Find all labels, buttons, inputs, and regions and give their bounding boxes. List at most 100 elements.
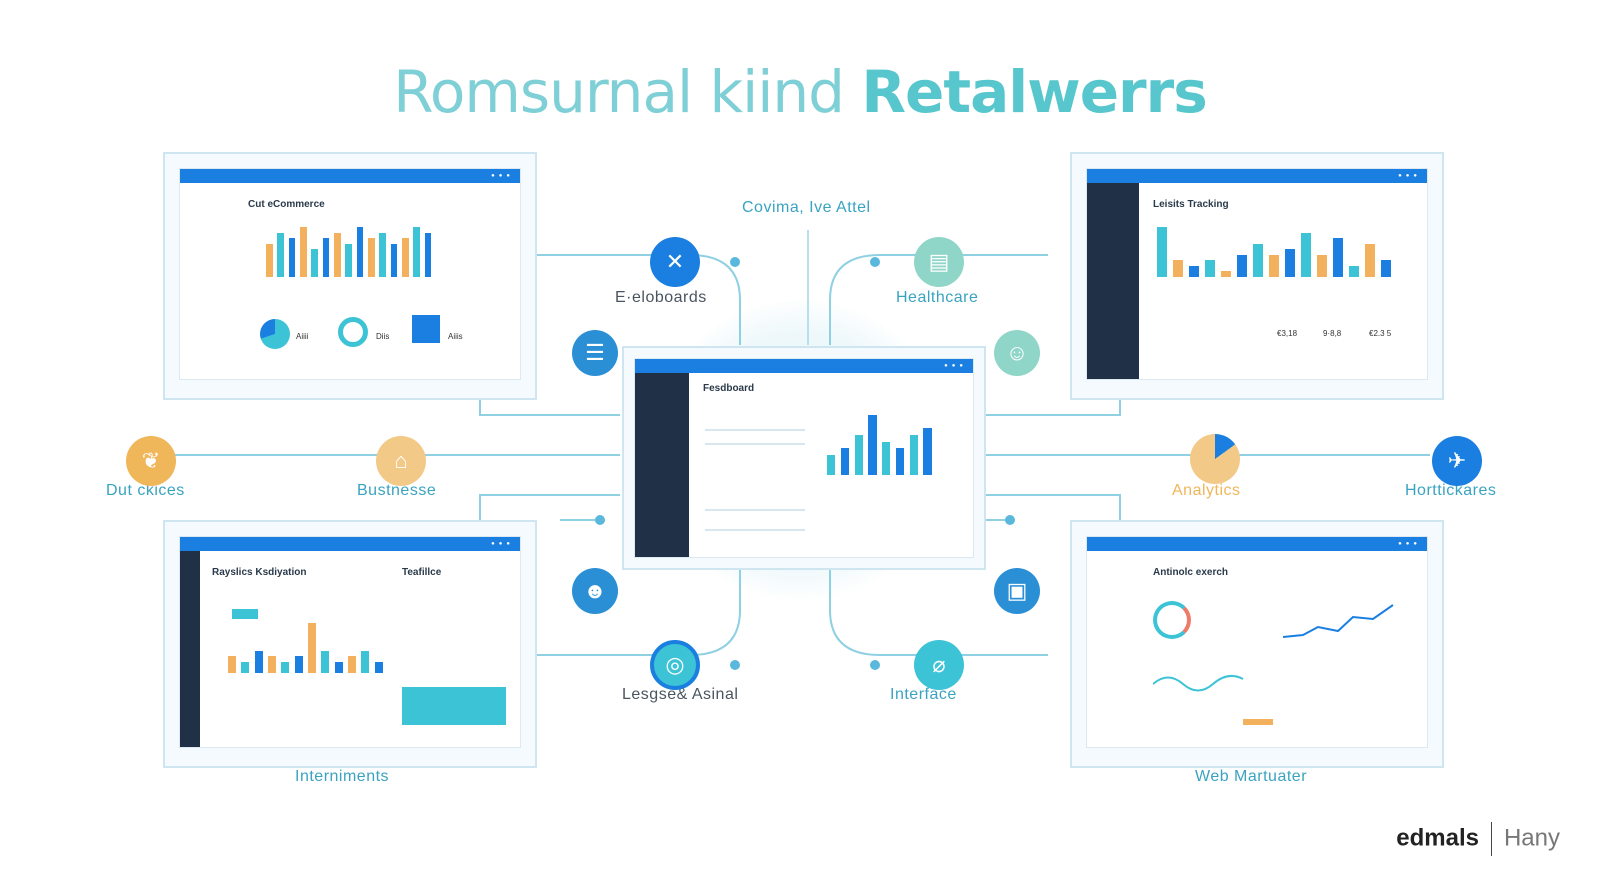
chart-bar: [1269, 254, 1279, 277]
chart-bar: [1205, 260, 1215, 277]
chart-bar: [1221, 271, 1231, 277]
chart-bar: [1285, 249, 1295, 277]
card-dashboard[interactable]: ●●● Fesdboard: [622, 346, 986, 570]
chart-bar: [300, 227, 307, 277]
airplane-icon[interactable]: ✈: [1432, 436, 1482, 486]
chart-bar: [266, 243, 273, 277]
page-title: Romsurnal kiind Retalwerrs: [393, 58, 1208, 126]
stat-3: Aiiis: [448, 332, 463, 341]
dashboard-title: Fesdboard: [703, 383, 755, 394]
pie-chart-icon[interactable]: [1190, 434, 1240, 484]
chart-bar: [854, 435, 863, 475]
chart-bar: [1333, 238, 1343, 277]
chart-bar: [1157, 227, 1167, 277]
dome-icon[interactable]: ⌂: [376, 436, 426, 486]
label-dut-ckices: Dut ckices: [106, 482, 185, 499]
label-eleoboards: E·eloboards: [615, 289, 707, 306]
chart-bar: [379, 232, 387, 277]
person-icon[interactable]: ☺: [994, 330, 1040, 376]
chart-bar: [228, 656, 236, 673]
tracking-title: Leisits Tracking: [1153, 199, 1229, 210]
chart-bar: [1237, 254, 1247, 277]
robot-icon[interactable]: ☰: [572, 330, 618, 376]
chart-bar: [827, 455, 836, 475]
chart-bar: [348, 656, 356, 673]
stat-2: Diis: [376, 332, 390, 341]
analytics-left-window: ●●● Rayslics Ksdiyation Teafillce: [179, 536, 521, 748]
chart-bar: [374, 661, 383, 673]
chart-bar: [334, 661, 343, 673]
analytics-left-side-title: Teafillce: [402, 567, 442, 578]
card-analytics-right[interactable]: ●●● Antinolc exerch: [1070, 520, 1444, 768]
chart-bar: [1189, 265, 1199, 277]
chart-bar: [424, 232, 432, 277]
chart-bar: [909, 435, 918, 475]
tile-icon: [412, 315, 440, 343]
label-interface: Interface: [890, 686, 957, 703]
tracking-window: ●●● Leisits Tracking €3,18 9·8,8 €2.3 5: [1086, 168, 1428, 380]
chart-bar: [361, 650, 370, 673]
chart-bar: [1253, 243, 1263, 277]
chart-bar: [1173, 260, 1183, 277]
chart-bar: [1317, 254, 1327, 277]
label-lesgse-asinal: Lesgse& Asinal: [622, 686, 739, 703]
tools-icon[interactable]: ✕: [650, 237, 700, 287]
chart-bar: [308, 623, 316, 673]
stat-1: Aiiii: [296, 332, 309, 341]
face-icon[interactable]: ☻: [572, 568, 618, 614]
donut-chart-1: [260, 319, 290, 349]
chart-bar: [281, 661, 290, 673]
label-top-center: Covima, Ive Attel: [742, 199, 871, 216]
analytics-right-title: Antinolc exerch: [1153, 567, 1229, 578]
chart-bar: [1381, 260, 1391, 277]
label-analytics: Analytics: [1172, 482, 1241, 499]
gauge-icon[interactable]: ◎: [650, 640, 700, 690]
device-icon[interactable]: ▣: [994, 568, 1040, 614]
chart-bar: [356, 227, 364, 277]
card-ecommerce[interactable]: ●●● Cut eCommerce Aiiii Diis Aiiis: [163, 152, 537, 400]
chart-bar: [254, 650, 263, 673]
label-healthcare: Healthcare: [896, 289, 979, 306]
tracking-bars: [1157, 227, 1397, 277]
chart-bar: [390, 243, 398, 277]
chart-bar: [882, 441, 891, 475]
chart-bar: [1349, 265, 1359, 277]
selected-tab[interactable]: [232, 609, 258, 619]
label-hortickares: Horttickares: [1405, 482, 1497, 499]
label-web-martuater: Web Martuater: [1195, 768, 1308, 785]
chart-bar: [268, 656, 276, 673]
brush-icon[interactable]: ❦: [126, 436, 176, 486]
donut-chart-2: [338, 317, 368, 347]
card-analytics-left[interactable]: ●●● Rayslics Ksdiyation Teafillce: [163, 520, 537, 768]
chart-bar: [923, 428, 932, 475]
chart-bar: [311, 249, 319, 277]
tracking-stat-2: 9·8,8: [1323, 329, 1342, 338]
ecommerce-window: ●●● Cut eCommerce Aiiii Diis Aiiis: [179, 168, 521, 380]
dashboard-window: ●●● Fesdboard: [634, 358, 974, 558]
dashboard-bars: [827, 415, 937, 475]
compass-icon[interactable]: ⌀: [914, 640, 964, 690]
ecommerce-bars: [266, 227, 436, 277]
label-interniments: Interniments: [295, 768, 390, 785]
line-trend: [1283, 604, 1394, 638]
chart-bar: [321, 650, 330, 673]
dashboard-sidebar: [635, 373, 689, 557]
chart-bar: [1365, 243, 1375, 277]
chart-bar: [345, 243, 353, 277]
analytics-left-title: Rayslics Ksdiyation: [212, 567, 307, 578]
clipboard-icon[interactable]: ▤: [914, 237, 964, 287]
chart-bar: [368, 238, 375, 277]
chart-bar: [288, 238, 296, 277]
tracking-sidebar: [1087, 183, 1139, 379]
orange-bar: [1243, 719, 1273, 725]
chart-bar: [294, 656, 303, 673]
chart-bar: [277, 232, 285, 277]
chart-bar: [1301, 232, 1311, 277]
tracking-stat-3: €2.3 5: [1369, 329, 1392, 338]
analytics-right-window: ●●● Antinolc exerch: [1086, 536, 1428, 748]
card-tracking[interactable]: ●●● Leisits Tracking €3,18 9·8,8 €2.3 5: [1070, 152, 1444, 400]
analytics-left-sidebar: [180, 551, 200, 747]
analytics-left-bars: [228, 623, 388, 673]
chart-bar: [413, 227, 421, 277]
chart-bar: [322, 238, 330, 277]
